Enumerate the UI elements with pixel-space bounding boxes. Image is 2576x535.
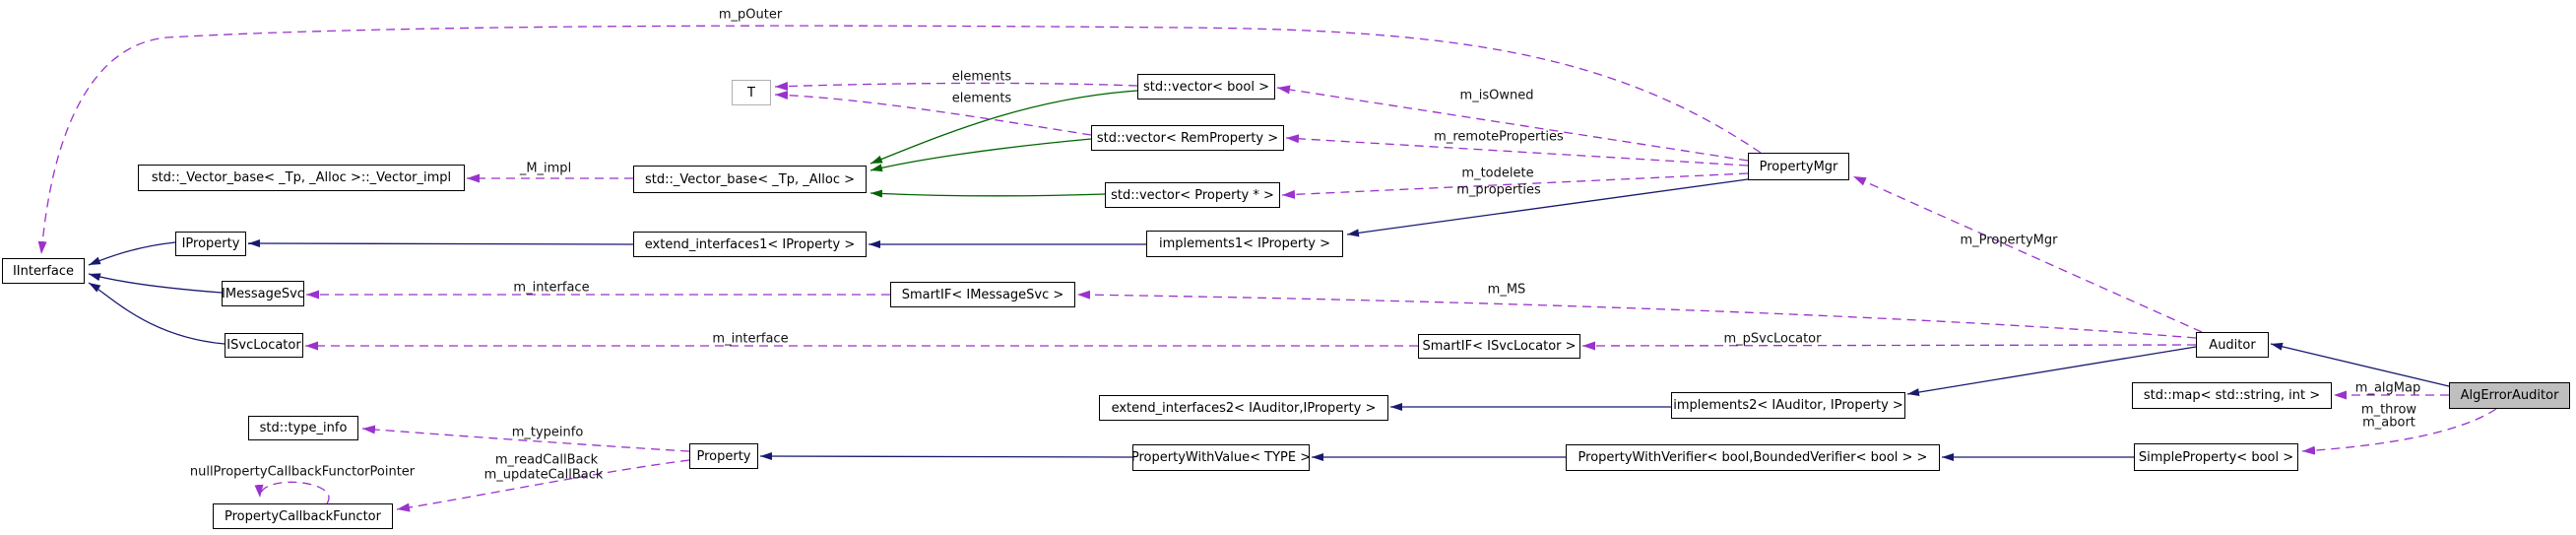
node-algerrorauditor[interactable]: AlgErrorAuditor xyxy=(2449,382,2570,409)
node-propertywithverifier[interactable]: PropertyWithVerifier< bool,BoundedVerifi… xyxy=(1566,444,1940,471)
node-implements1[interactable]: implements1< IProperty > xyxy=(1146,231,1343,257)
edge-m-remoteproperties xyxy=(1285,134,1749,167)
edge-label-m-properties: m_properties xyxy=(1456,182,1541,198)
edge-label-m-updatecallback: m_updateCallBack xyxy=(483,467,604,483)
node-propertymgr[interactable]: PropertyMgr xyxy=(1748,153,1849,180)
edge-algerrorauditor-to-auditor xyxy=(2270,342,2450,387)
edge-label-m-impl: _M_impl xyxy=(519,161,572,176)
node-extend-interfaces2[interactable]: extend_interfaces2< IAuditor,IProperty > xyxy=(1099,395,1388,421)
edge-vectorbool-to-vectorbase xyxy=(869,90,1138,165)
edge-label-nullpropertycallbackfunctorpointer: nullPropertyCallbackFunctorPointer xyxy=(189,464,416,480)
node-propertywithvalue[interactable]: PropertyWithValue< TYPE > xyxy=(1131,444,1311,471)
edge-m-psvclocator xyxy=(1581,341,2197,351)
edge-isvclocator-to-iinterface xyxy=(88,282,225,345)
node-implements2[interactable]: implements2< IAuditor, IProperty > xyxy=(1671,392,1905,419)
node-vector-base-vector-impl[interactable]: std::_Vector_base< _Tp, _Alloc >::_Vecto… xyxy=(138,165,465,191)
edge-label-m-readcallback: m_readCallBack xyxy=(494,452,599,468)
edge-label-elements-2: elements xyxy=(951,91,1012,106)
edge-label-m-throw: m_throw xyxy=(2360,402,2417,418)
edge-vectorpropertyptr-to-vectorbase xyxy=(869,189,1106,198)
edge-label-m-interface-1: m_interface xyxy=(513,280,590,296)
node-propertycallbackfunctor[interactable]: PropertyCallbackFunctor xyxy=(213,503,393,529)
edge-iproperty-to-iinterface xyxy=(88,241,176,266)
edge-label-m-algmap: m_algMap xyxy=(2354,380,2421,396)
edge-imessagesvc-to-iinterface xyxy=(88,273,223,294)
node-std-vector-bool[interactable]: std::vector< bool > xyxy=(1137,74,1275,100)
edge-label-m-typeinfo: m_typeinfo xyxy=(511,425,584,440)
edge-label-m-pouter: m_pOuter xyxy=(718,7,783,23)
edge-label-m-propertymgr: m_PropertyMgr xyxy=(1960,233,2058,248)
node-std-map-string-int[interactable]: std::map< std::string, int > xyxy=(2132,382,2332,409)
edge-propertymgr-to-implements1 xyxy=(1346,178,1749,237)
edge-label-elements-1: elements xyxy=(951,69,1012,85)
edge-label-m-isowned: m_isOwned xyxy=(1459,88,1534,103)
node-property[interactable]: Property xyxy=(689,443,758,469)
node-smartif-imessagesvc[interactable]: SmartIF< IMessageSvc > xyxy=(890,282,1075,307)
edge-extendinterfaces1-to-iproperty xyxy=(247,239,634,248)
edge-elements-vectorremproperty xyxy=(774,91,1092,136)
node-auditor[interactable]: Auditor xyxy=(2196,332,2269,358)
edge-m-ms xyxy=(1076,290,2197,339)
edge-m-todelete-properties xyxy=(1281,172,1749,199)
node-isvclocator[interactable]: ISvcLocator xyxy=(225,333,303,358)
edge-elements-vectorbool xyxy=(774,82,1138,92)
node-smartif-isvclocator[interactable]: SmartIF< ISvcLocator > xyxy=(1418,334,1580,359)
edge-label-m-interface-2: m_interface xyxy=(712,331,789,347)
edge-label-m-abort: m_abort xyxy=(2362,415,2415,431)
edge-m-throw-abort xyxy=(2301,408,2497,455)
node-std-vector-base[interactable]: std::_Vector_base< _Tp, _Alloc > xyxy=(633,166,867,193)
edge-vectorremproperty-to-vectorbase xyxy=(869,138,1092,172)
node-template-t[interactable]: T xyxy=(732,80,771,105)
edge-m-propertymgr xyxy=(1852,175,2203,333)
edge-m-isowned xyxy=(1276,85,1749,162)
node-imessagesvc[interactable]: IMessageSvc xyxy=(222,281,304,306)
node-std-vector-property-ptr[interactable]: std::vector< Property * > xyxy=(1105,182,1280,208)
node-std-type-info[interactable]: std::type_info xyxy=(248,416,358,440)
edge-nullpropertycallbackfunctorpointer-selfloop xyxy=(254,481,330,504)
node-iproperty[interactable]: IProperty xyxy=(175,232,246,256)
edge-propertywithvalue-to-property xyxy=(759,452,1133,461)
edge-m-typeinfo xyxy=(361,425,690,452)
node-simpleproperty-bool[interactable]: SimpleProperty< bool > xyxy=(2134,443,2298,471)
edge-label-m-remoteproperties: m_remoteProperties xyxy=(1434,129,1564,145)
edge-auditor-to-implements2 xyxy=(1906,346,2197,397)
edge-label-m-psvclocator: m_pSvcLocator xyxy=(1723,331,1822,347)
edge-label-m-ms: m_MS xyxy=(1487,282,1526,298)
node-iinterface[interactable]: IInterface xyxy=(2,258,85,284)
node-std-vector-remproperty[interactable]: std::vector< RemProperty > xyxy=(1091,125,1284,151)
edge-label-m-todelete: m_todelete xyxy=(1461,166,1534,181)
node-extend-interfaces1[interactable]: extend_interfaces1< IProperty > xyxy=(633,232,867,257)
